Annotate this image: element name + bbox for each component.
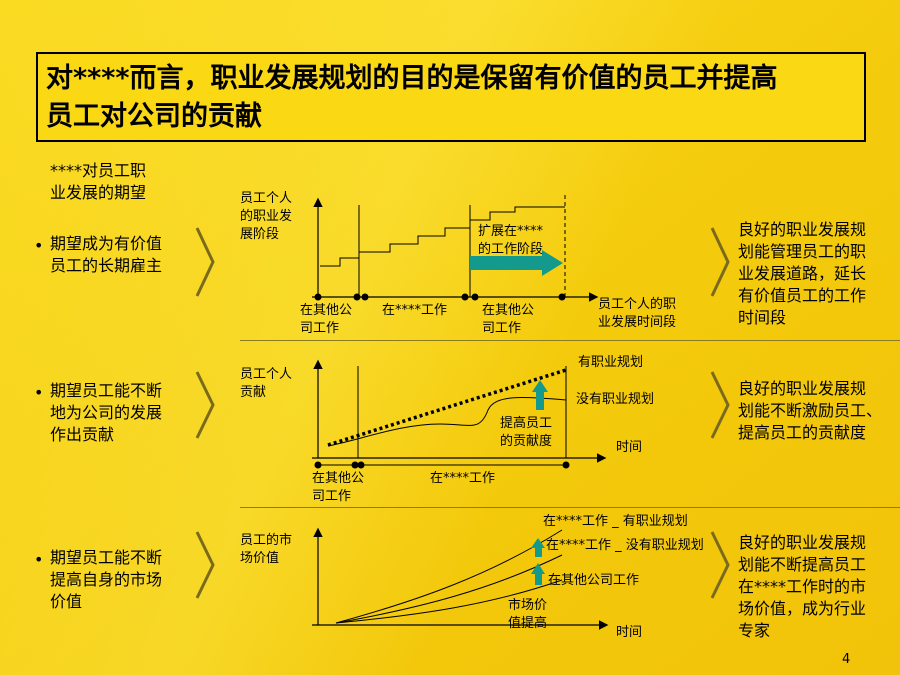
expectation-2: 期望员工能不断 地为公司的发展 作出贡献 — [50, 380, 162, 446]
title-box: 对****而言，职业发展规划的目的是保留有价值的员工并提高 员工对公司的贡献 — [36, 52, 866, 142]
chart-1-arrow-label: 扩展在**** 的工作阶段 — [478, 223, 543, 259]
chart-3-arrow-label: 市场价 值提高 — [508, 597, 547, 633]
bullet-2: • — [34, 383, 44, 402]
expectation-1-line-2: 员工的长期雇主 — [50, 256, 163, 275]
expectation-3: 期望员工能不断 提高自身的市场 价值 — [50, 547, 162, 613]
expectation-1: 期望成为有价值 员工的长期雇主 — [50, 233, 162, 277]
chart-3-curve-label-1: 在****工作 _ 有职业规划 — [543, 514, 688, 529]
left-header-line-2: 业发展的期望 — [50, 183, 147, 202]
conclusion-3: 良好的职业发展规 划能不断提高员工 在****工作时的市 场价值，成为行业 专家 — [738, 532, 866, 642]
chart-1-arrow-label-line-2: 的工作阶段 — [478, 242, 544, 257]
conclusion-3-line-4: 场价值，成为行业 — [738, 599, 867, 618]
chart-2-y-label-line-2: 贡献 — [240, 385, 267, 400]
chart-1-segment-2: 在****工作 — [382, 302, 447, 320]
chart-2-y-label-line-1: 员工个人 — [240, 367, 293, 382]
chart-3-curve-label-2: 在****工作 _ 没有职业规划 — [546, 538, 704, 553]
title-line-1: 对****而言，职业发展规划的目的是保留有价值的员工并提高 — [46, 63, 778, 94]
curve-other-company — [335, 579, 563, 624]
page-number: 4 — [842, 652, 851, 667]
conclusion-3-line-2: 划能不断提高员工 — [738, 555, 867, 574]
chart-3-x-label: 时间 — [616, 625, 643, 640]
chart-1-y-label-line-2: 的职业发 — [240, 209, 293, 224]
curve-without-plan — [335, 554, 563, 624]
chart-1-segment-3-line-2: 司工作 — [482, 321, 522, 336]
chart-1-segment-3-line-1: 在其他公 — [482, 303, 535, 318]
chart-1-segment-2-line-1: 在****工作 — [382, 303, 448, 318]
chart-2-with-plan-label: 有职业规划 — [578, 355, 644, 370]
chart-3-y-label-line-1: 员工的市 — [240, 533, 293, 548]
page-title: 对****而言，职业发展规划的目的是保留有价值的员工并提高 员工对公司的贡献 — [46, 60, 866, 136]
without-plan-curve — [327, 396, 567, 447]
expectation-2-line-3: 作出贡献 — [50, 425, 115, 444]
chart-2-segment-2: 在****工作 — [430, 471, 496, 486]
expectation-3-line-1: 期望员工能不断 — [50, 548, 163, 567]
expectation-2-line-2: 地为公司的发展 — [50, 403, 163, 422]
chart-2-arrow-label-line-2: 的贡献度 — [500, 434, 553, 449]
chart-1-segment-3: 在其他公 司工作 — [482, 302, 534, 338]
chevron-right-icon — [710, 371, 730, 439]
chart-2-segment-1: 在其他公 司工作 — [312, 470, 364, 506]
expectation-3-line-2: 提高自身的市场 — [50, 570, 163, 589]
chart-2-without-plan-label: 没有职业规划 — [576, 392, 655, 407]
conclusion-3-line-5: 专家 — [738, 621, 771, 640]
chart-1-y-label: 员工个人 的职业发 展阶段 — [240, 190, 292, 244]
market-up-arrow-1 — [531, 538, 545, 548]
extend-arrow-body — [470, 256, 542, 270]
chart-3-y-label: 员工的市 场价值 — [240, 532, 292, 568]
conclusion-2-line-2: 划能不断激励员工、 — [738, 401, 883, 420]
contribution-up-arrow — [532, 380, 548, 392]
chevron-right-icon — [195, 227, 215, 297]
expectation-1-line-1: 期望成为有价值 — [50, 234, 163, 253]
chart-2-arrow-label: 提高员工 的贡献度 — [500, 415, 552, 451]
bullet-3: • — [34, 550, 44, 569]
chart-1-segment-1-line-1: 在其他公 — [300, 303, 353, 318]
chart-1-y-label-line-3: 展阶段 — [240, 227, 280, 242]
conclusion-2: 良好的职业发展规 划能不断激励员工、 提高员工的贡献度 — [738, 378, 882, 444]
expectation-3-line-3: 价值 — [50, 592, 83, 611]
chart-3-arrow-label-line-2: 值提高 — [508, 616, 548, 631]
conclusion-1-line-1: 良好的职业发展规 — [738, 220, 867, 239]
conclusion-3-line-3: 在****工作时的市 — [738, 577, 867, 596]
chart-1-arrow-label-line-1: 扩展在**** — [478, 224, 544, 239]
left-header: ****对员工职 业发展的期望 — [50, 160, 146, 204]
market-up-arrow-2 — [531, 563, 545, 574]
chart-3-curve-label-3: 在其他公司工作 — [548, 573, 640, 588]
row-divider-2 — [240, 507, 900, 508]
conclusion-1-line-5: 时间段 — [738, 308, 787, 327]
chart-2-arrow-label-line-1: 提高员工 — [500, 416, 553, 431]
chevron-right-icon — [710, 531, 730, 599]
chart-1-y-label-line-1: 员工个人 — [240, 191, 293, 206]
left-header-line-1: ****对员工职 — [50, 161, 147, 180]
chart-3-y-label-line-2: 场价值 — [240, 551, 280, 566]
expectation-2-line-1: 期望员工能不断 — [50, 381, 163, 400]
extend-arrow-head — [542, 250, 563, 276]
bullet-1: • — [34, 236, 44, 255]
conclusion-1-line-2: 划能管理员工的职 — [738, 242, 867, 261]
conclusion-2-line-1: 良好的职业发展规 — [738, 379, 867, 398]
chart-1-x-label: 员工个人的职 业发展时间段 — [598, 296, 676, 332]
chart-3-market-value — [312, 527, 609, 630]
conclusion-1-line-4: 有价值员工的工作 — [738, 286, 867, 305]
chart-1-segment-1: 在其他公 司工作 — [300, 302, 352, 338]
chart-1-x-label-line-2: 业发展时间段 — [598, 315, 677, 330]
chart-1-career-stages — [312, 195, 599, 302]
chevron-right-icon — [195, 531, 215, 599]
chart-2-segment-1-line-2: 司工作 — [312, 489, 352, 504]
chart-3-arrow-label-line-1: 市场价 — [508, 598, 548, 613]
conclusion-2-line-3: 提高员工的贡献度 — [738, 423, 867, 442]
conclusion-1: 良好的职业发展规 划能管理员工的职 业发展道路，延长 有价值员工的工作 时间段 — [738, 219, 866, 329]
chevron-right-icon — [195, 371, 215, 439]
title-line-2: 员工对公司的贡献 — [46, 101, 262, 132]
conclusion-3-line-1: 良好的职业发展规 — [738, 533, 867, 552]
chart-1-x-label-line-1: 员工个人的职 — [598, 297, 677, 312]
conclusion-1-line-3: 业发展道路，延长 — [738, 264, 867, 283]
chart-2-contribution — [312, 359, 607, 469]
row-divider-1 — [240, 340, 900, 341]
chart-1-segment-1-line-2: 司工作 — [300, 321, 340, 336]
chart-2-x-label: 时间 — [616, 440, 643, 455]
chevron-right-icon — [710, 227, 730, 297]
chart-2-y-label: 员工个人 贡献 — [240, 366, 292, 402]
chart-2-segment-1-line-1: 在其他公 — [312, 471, 365, 486]
